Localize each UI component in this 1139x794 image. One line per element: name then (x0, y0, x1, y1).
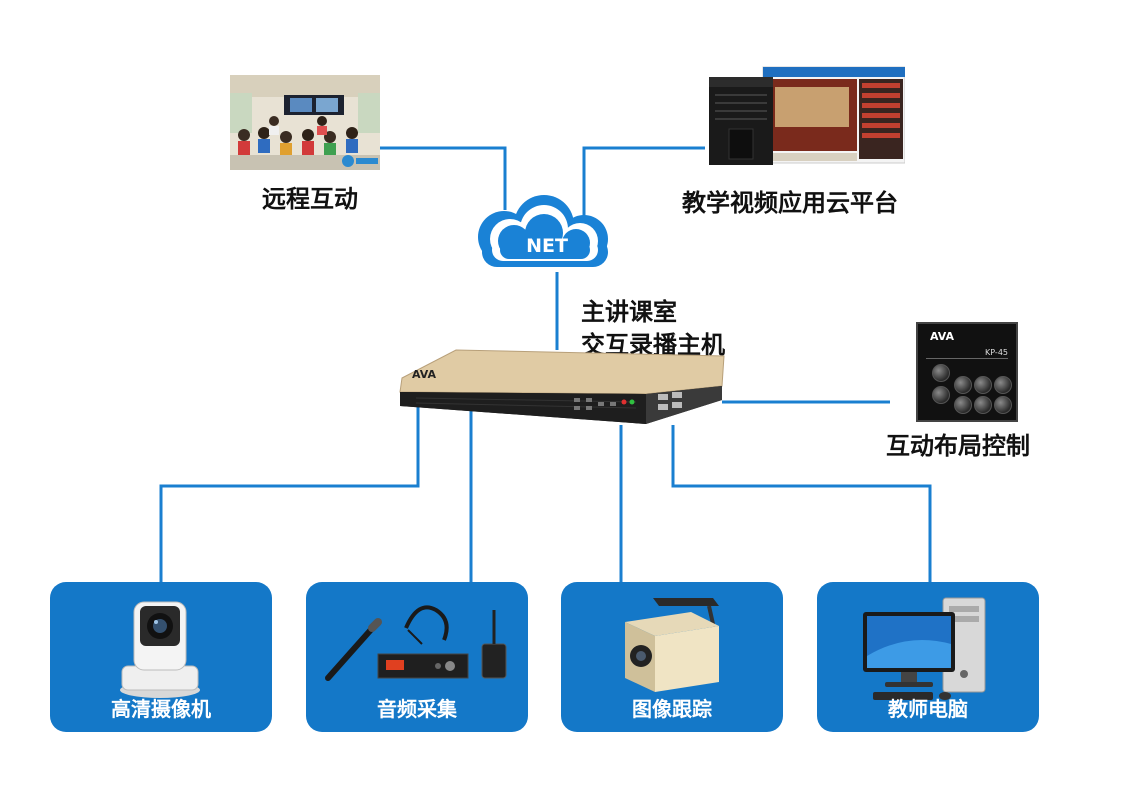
host-label-line1: 主讲课室 (581, 298, 677, 326)
cloud-platform-label: 教学视频应用云平台 (682, 189, 898, 217)
desktop-computer-icon (863, 597, 986, 700)
panel-button (932, 386, 950, 404)
panel-logo-icon: AVA (930, 330, 955, 343)
panel-button (932, 364, 950, 382)
layout-control-label: 互动布局控制 (886, 432, 1030, 460)
remote-classroom-photo (230, 75, 380, 170)
panel-button (994, 396, 1012, 414)
panel-button (994, 376, 1012, 394)
panel-button (954, 376, 972, 394)
card-audio-capture: 音频采集 (306, 582, 528, 732)
panel-model-text: KP-45 (985, 348, 1008, 357)
card-label: 教师电脑 (888, 697, 968, 721)
card-hd-camera: 高清摄像机 (50, 582, 272, 732)
panel-button (974, 376, 992, 394)
ptz-camera-icon (120, 601, 200, 698)
tracking-camera-icon (625, 598, 719, 692)
control-panel-device: AVA KP-45 (916, 322, 1018, 422)
remote-interaction-label: 远程互动 (262, 185, 358, 213)
cloud-platform-image (705, 65, 905, 165)
card-image-tracking: 图像跟踪 (561, 582, 783, 732)
net-cloud-icon: NET (478, 195, 608, 267)
card-label: 高清摄像机 (111, 697, 211, 721)
host-logo-icon: AVA (412, 368, 437, 381)
recording-host-device: AVA (399, 349, 725, 424)
microphone-receiver-icon (325, 605, 507, 681)
card-label: 图像跟踪 (632, 697, 712, 721)
card-teacher-computer: 教师电脑 (817, 582, 1039, 732)
net-text: NET (526, 235, 568, 257)
panel-button (974, 396, 992, 414)
panel-button (954, 396, 972, 414)
card-label: 音频采集 (377, 697, 457, 721)
